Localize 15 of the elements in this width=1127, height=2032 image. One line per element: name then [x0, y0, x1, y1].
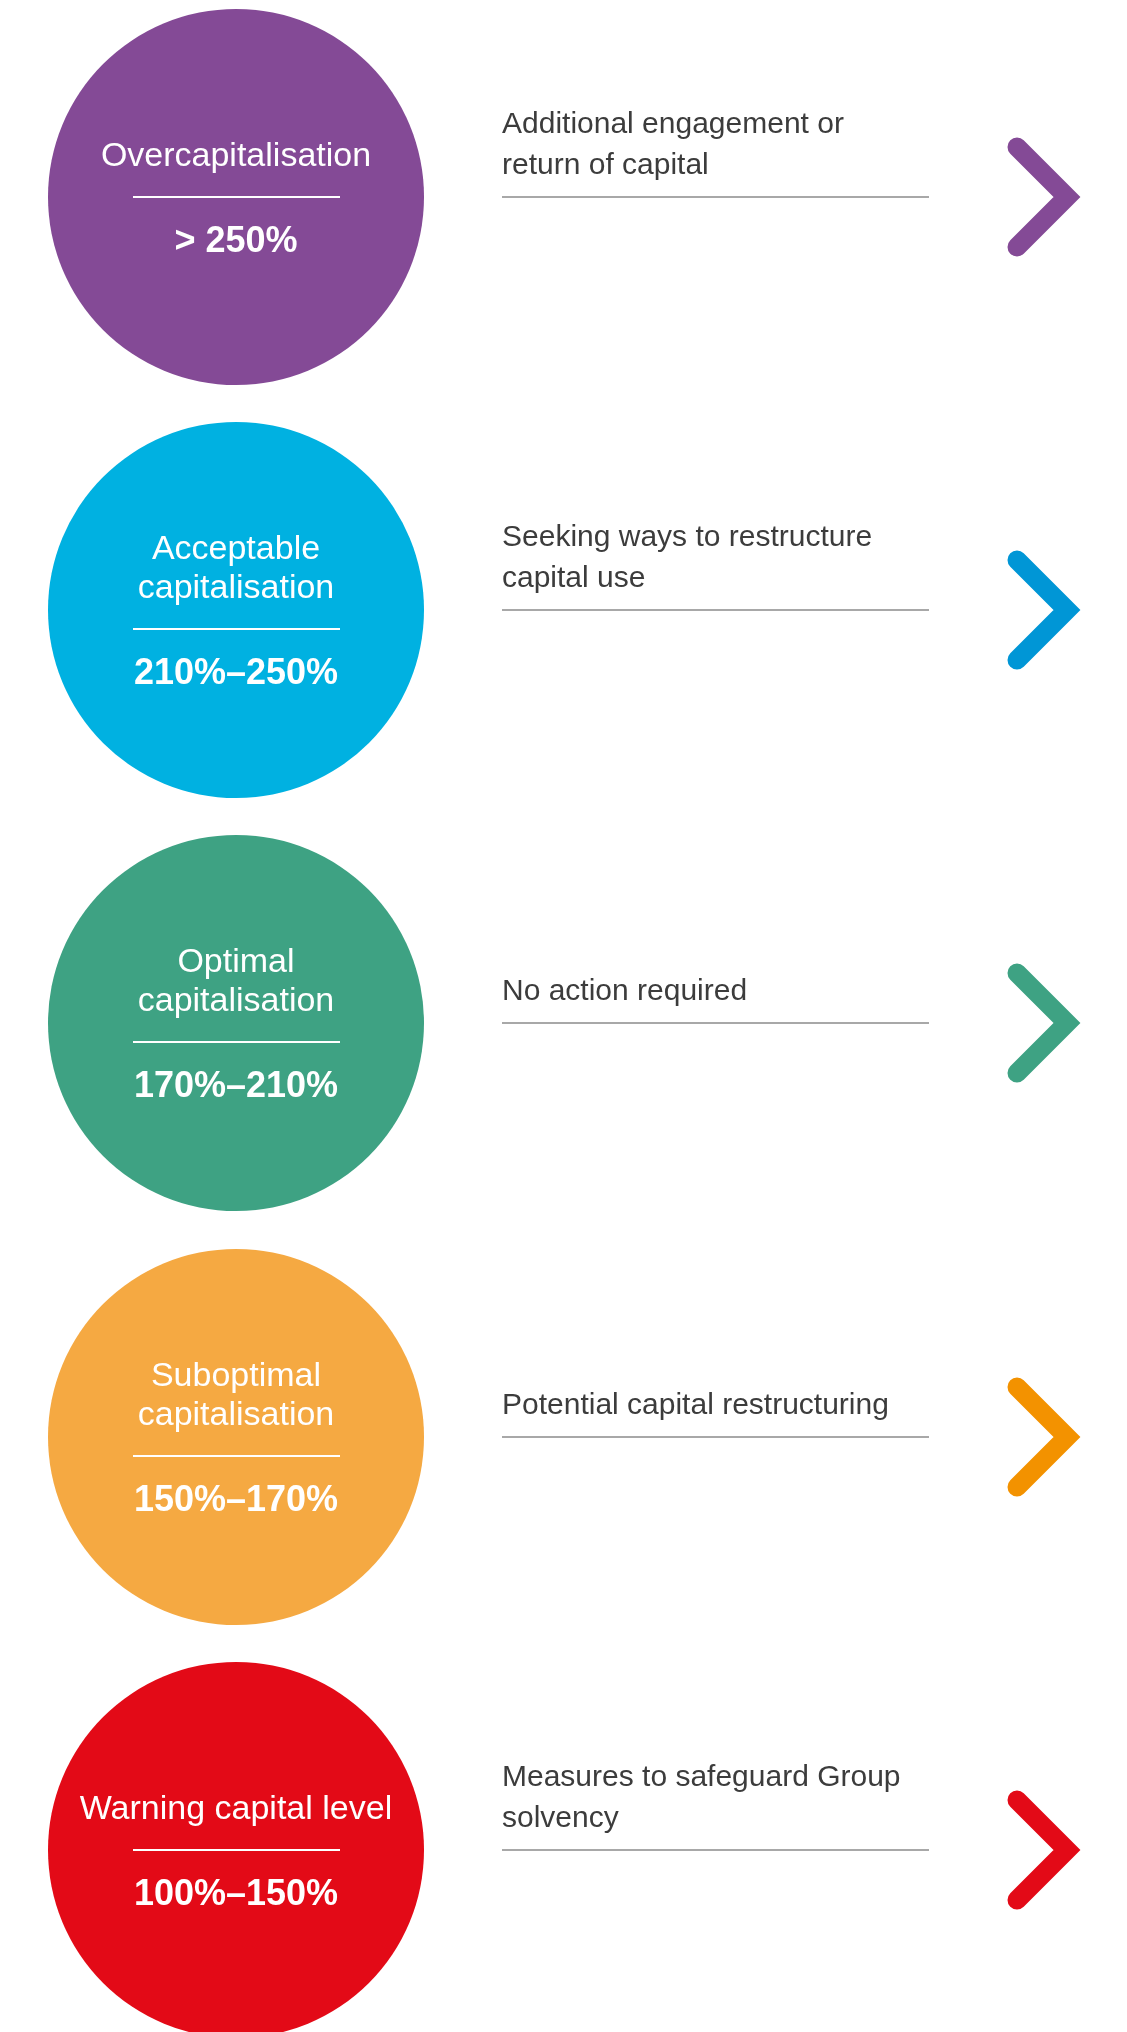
level-title: Suboptimal capitalisation [136, 1355, 336, 1434]
action-text: Additional engagement or return of capital [502, 103, 929, 198]
action-text: Measures to safeguard Group solvency [502, 1756, 929, 1851]
level-title: Optimal capitalisation [136, 941, 336, 1020]
range-value: 150%–170% [133, 1479, 339, 1519]
level-title: Warning capital level [78, 1787, 394, 1827]
range-value: 100%–150% [133, 1872, 339, 1913]
range-value: > 250% [174, 219, 298, 260]
action-text: Seeking ways to restructure capital use [502, 516, 929, 611]
action-text: No action required [502, 969, 929, 1024]
action-text: Potential capital restructuring [502, 1383, 929, 1438]
level-title: Acceptable capitalisation [136, 528, 336, 607]
range-value: 210%–250% [133, 652, 339, 692]
level-title: Overcapitalisation [99, 134, 373, 174]
range-value: 170%–210% [133, 1065, 339, 1105]
